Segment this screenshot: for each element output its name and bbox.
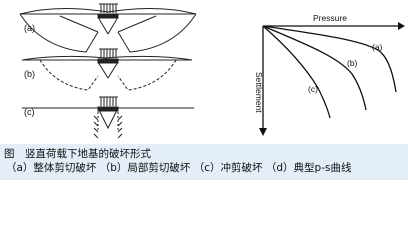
ps-curve-b xyxy=(262,25,367,111)
ps-curve-a xyxy=(262,25,397,93)
panel-a-ground-heave xyxy=(19,7,197,15)
panel-a-label: (a) xyxy=(24,23,35,33)
ps-curve-c-label: (c) xyxy=(308,84,318,94)
panel-b-wedge-right xyxy=(107,61,119,79)
panel-b-wedge-left xyxy=(97,61,109,79)
panel-c-shear-hatches xyxy=(93,115,123,139)
panel-c-label: (c) xyxy=(24,107,35,117)
panel-b-failure-surface-left xyxy=(39,59,99,91)
foundation-failure-figure: (a) (b) (c) xyxy=(19,3,405,139)
panel-b-failure-surface-right xyxy=(117,59,177,91)
ps-curve-c xyxy=(262,25,331,119)
ps-y-axis-arrow xyxy=(259,128,267,136)
figure-caption: 图 竖直荷载下地基的破坏形式 （a）整体剪切破坏 （b）局部剪切破坏 （c）冲剪… xyxy=(0,144,408,180)
caption-subtitle: （a）整体剪切破坏 （b）局部剪切破坏 （c）冲剪破坏 （d）典型p-s曲线 xyxy=(6,162,352,174)
panel-b-footing xyxy=(97,58,119,64)
panel-b-diagram xyxy=(21,55,193,91)
ps-chart: Pressure Settlement (a) (b) (c) xyxy=(254,13,405,136)
panel-c-load-arrows xyxy=(99,96,118,106)
panel-c-diagram xyxy=(22,106,194,130)
panel-c-footing xyxy=(97,106,119,112)
ps-curve-a-label: (a) xyxy=(372,42,383,52)
panel-a-failure-surface-right xyxy=(117,13,197,53)
panel-b-label: (b) xyxy=(24,69,35,79)
panel-a-shear-line-1 xyxy=(59,15,99,33)
panel-a-failure-surface-left xyxy=(19,13,99,53)
panel-b-ground-heave xyxy=(21,55,193,61)
ps-x-axis-arrow xyxy=(398,22,405,30)
ps-x-axis-label: Pressure xyxy=(313,13,347,23)
panel-a-shear-line-2 xyxy=(117,15,157,33)
panel-b-load-arrows xyxy=(99,48,118,58)
panel-a-load-arrows xyxy=(99,3,118,13)
panel-a-footing xyxy=(97,13,119,19)
panel-a-wedge-left xyxy=(97,16,109,35)
panel-a-wedge-right xyxy=(107,16,119,35)
panel-c-punch-wedge xyxy=(97,107,119,130)
panel-a-diagram xyxy=(19,7,197,53)
caption-title: 图 竖直荷载下地基的破坏形式 xyxy=(4,148,151,160)
ps-y-axis-label: Settlement xyxy=(254,72,264,113)
ps-curve-b-label: (b) xyxy=(347,58,358,68)
